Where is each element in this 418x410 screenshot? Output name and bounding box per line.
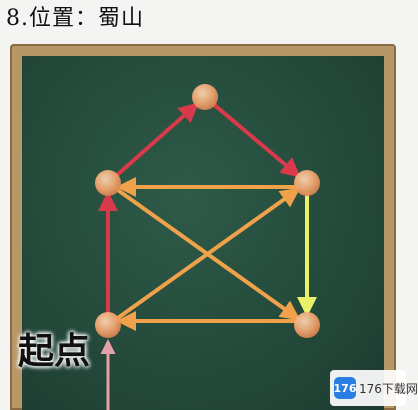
strokes-layer [98,102,317,331]
node-left-mid[interactable] [95,170,121,196]
node-top[interactable] [192,84,218,110]
stroke-3-top-to-right-mid [211,102,301,178]
watermark-logo-icon: 176 [334,377,356,399]
node-bottom-right[interactable] [294,312,320,338]
watermark-text: 176下载网 [359,381,418,396]
node-bottom-left[interactable] [95,312,121,338]
node-right-mid[interactable] [294,170,320,196]
nodes-layer [95,84,320,338]
start-label: 起点 [18,331,91,372]
watermark: 176 176下载网 [330,370,418,406]
chalkboard-surface [22,56,384,410]
stroke-2-left-mid-to-top [114,102,200,178]
stroke-7-bottom-left-to-right-mid [114,187,301,321]
level-title: 8.位置：蜀山 [6,6,144,31]
